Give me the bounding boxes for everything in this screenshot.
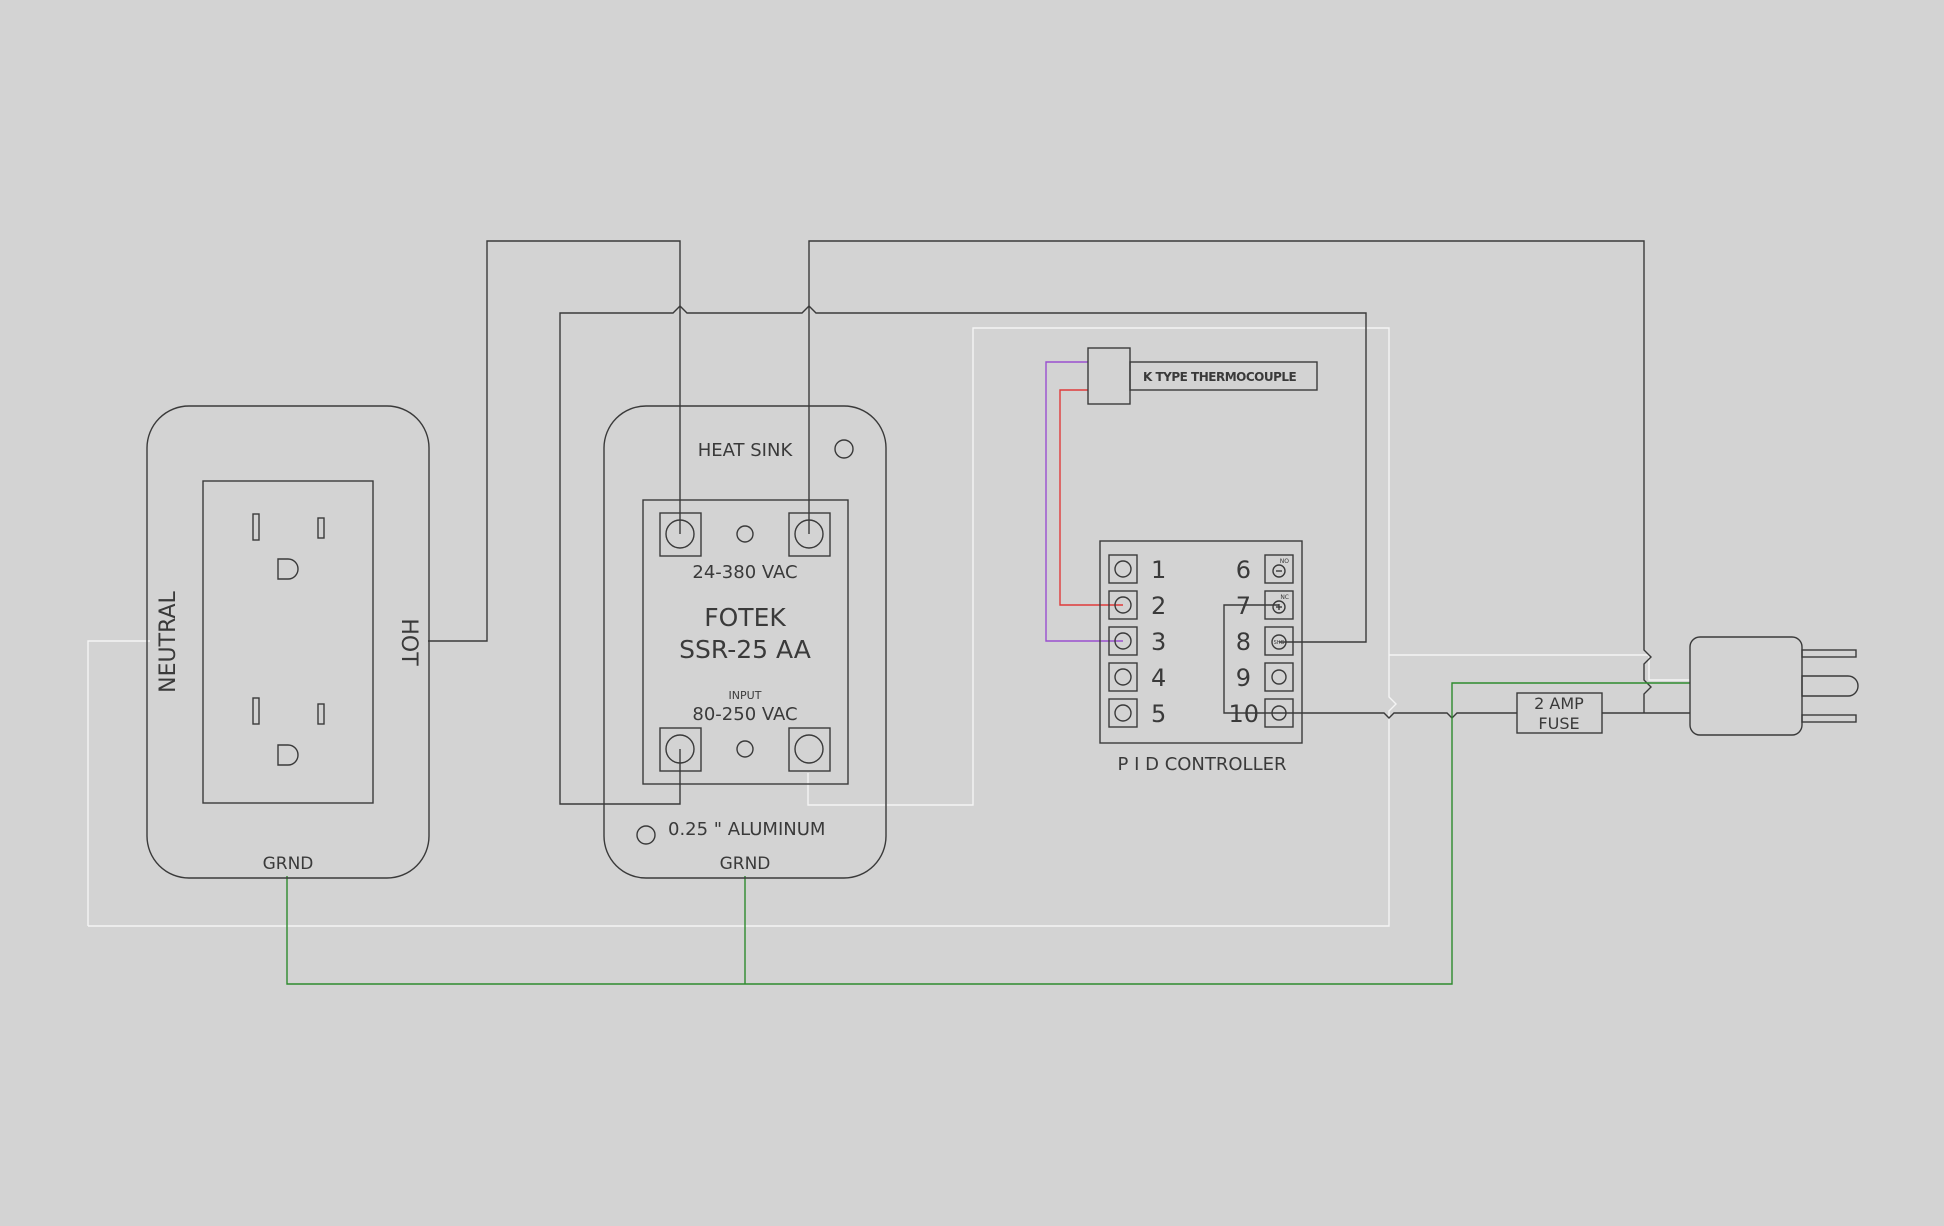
pid-terminal-4: 4 — [1108, 662, 1166, 692]
aluminum-plate-label: 0.25 " ALUMINUM — [668, 819, 825, 840]
plug-neutral-prong — [1801, 714, 1857, 723]
outlet-neutral-label: NEUTRAL — [156, 590, 181, 692]
pid-terminal-3: 3 — [1108, 626, 1166, 656]
ssr-output-screw-left — [665, 519, 695, 549]
outlet-lower-hot-slot — [317, 703, 325, 725]
solid-state-relay: HEAT SINK 0.25 " ALUMINUM GRND 24-380 VA… — [603, 405, 887, 879]
pid-terminal-6-tag: NO — [1280, 558, 1289, 565]
outlet-receptacle — [202, 480, 374, 804]
outlet-lower-ground-hole — [277, 744, 299, 766]
thermocouple-connector — [1087, 347, 1131, 405]
hot-wire-outlet-to-ssr-output — [428, 240, 681, 642]
outlet-hot-label: HOT — [396, 618, 421, 666]
ssr-input-screw-left — [665, 734, 695, 764]
pid-terminal-5-number: 5 — [1151, 700, 1166, 728]
fuse-body — [1516, 692, 1603, 734]
ssr-input-terminal-left — [659, 727, 702, 772]
pid-terminal-3-number: 3 — [1151, 628, 1166, 656]
ssr-ground-label: GRND — [720, 854, 771, 874]
outlet-lower-neutral-slot — [252, 697, 260, 725]
plug-ground-pin — [1801, 675, 1859, 697]
ssr-output-terminal-left — [659, 512, 702, 557]
plug-body — [1689, 636, 1803, 736]
neutral-wire-outlet-loop — [87, 640, 150, 926]
ssr-bottom-mount-hole — [736, 740, 754, 758]
outlet-ground-label: GRND — [263, 854, 314, 874]
outlet-cover-plate — [146, 405, 430, 879]
pid-terminal-1: 1 — [1108, 554, 1166, 584]
hot-wire-ssr-output-to-plug — [808, 240, 1652, 713]
heat-sink-mount-hole-bottom — [636, 825, 656, 845]
hot-wire-pid-10-to-fuse — [1279, 712, 1517, 719]
pid-label: P I D CONTROLLER — [1118, 754, 1287, 775]
outlet-upper-ground-hole — [277, 558, 299, 580]
pid-terminal-6: 6 NO — [1236, 554, 1294, 584]
ssr-body — [642, 499, 849, 785]
pid-7-relay-link — [1223, 604, 1279, 714]
pid-terminal-5: 5 — [1108, 698, 1166, 728]
fuse-label: FUSE — [1538, 714, 1579, 733]
outlet-upper-hot-slot — [317, 517, 325, 539]
neutral-wire-to-plug — [1389, 654, 1690, 681]
pid-controller: P I D CONTROLLER 1 2 3 4 5 — [1099, 540, 1303, 775]
heat-sink-mount-hole-top — [834, 439, 854, 459]
thermocouple: K TYPE THERMOCOUPLE — [1087, 347, 1318, 405]
pid-terminal-7: 7 NC — [1236, 590, 1294, 620]
pid-terminal-9-number: 9 — [1236, 664, 1251, 692]
pid-terminal-1-number: 1 — [1151, 556, 1166, 584]
ssr-brand: FOTEK — [704, 603, 786, 632]
ground-wire-bus — [286, 682, 1690, 985]
ssr-output-screw-right — [794, 519, 824, 549]
pid-terminal-7-number: 7 — [1236, 592, 1251, 620]
plug-hot-prong — [1801, 649, 1857, 658]
pid-terminal-8-number: 8 — [1236, 628, 1251, 656]
heat-sink-plate — [603, 405, 887, 879]
heat-sink-label: HEAT SINK — [698, 440, 794, 461]
thermocouple-label: K TYPE THERMOCOUPLE — [1143, 370, 1297, 384]
wires — [87, 240, 1690, 985]
power-plug — [1689, 636, 1859, 736]
outlet-upper-neutral-slot — [252, 513, 260, 541]
ssr-output-rating: 24-380 VAC — [692, 562, 797, 583]
hot-wire-ssr-input-to-pid-8 — [559, 305, 1367, 805]
wall-outlet: NEUTRAL HOT GRND — [146, 405, 430, 879]
pid-terminal-8-tag: SHG — [1274, 640, 1285, 646]
ssr-input-terminal-right — [788, 727, 831, 772]
ssr-input-rating: 80-250 VAC — [692, 704, 797, 725]
pid-terminal-8: 8 SHG — [1236, 626, 1294, 656]
ssr-input-label: INPUT — [729, 689, 762, 702]
ssr-output-terminal-right — [788, 512, 831, 557]
pid-terminal-4-number: 4 — [1151, 664, 1166, 692]
ssr-model: SSR-25 AA — [679, 635, 811, 664]
pid-terminal-6-number: 6 — [1236, 556, 1251, 584]
pid-terminal-2-number: 2 — [1151, 592, 1166, 620]
fuse: 2 AMP FUSE — [1516, 692, 1603, 734]
thermocouple-red-lead — [1059, 389, 1123, 606]
ssr-input-screw-right — [794, 734, 824, 764]
pid-terminal-10-number: 10 — [1228, 700, 1259, 728]
ssr-top-mount-hole — [736, 525, 754, 543]
thermocouple-purple-lead — [1045, 361, 1123, 642]
pid-terminal-10: 10 — [1228, 698, 1294, 728]
pid-terminal-2: 2 — [1108, 590, 1166, 620]
neutral-wire-bottom-run — [88, 327, 1397, 927]
pid-terminal-9: 9 — [1236, 662, 1294, 692]
pid-body — [1099, 540, 1303, 744]
pid-terminal-7-tag: NC — [1280, 594, 1289, 601]
fuse-rating: 2 AMP — [1534, 694, 1584, 713]
